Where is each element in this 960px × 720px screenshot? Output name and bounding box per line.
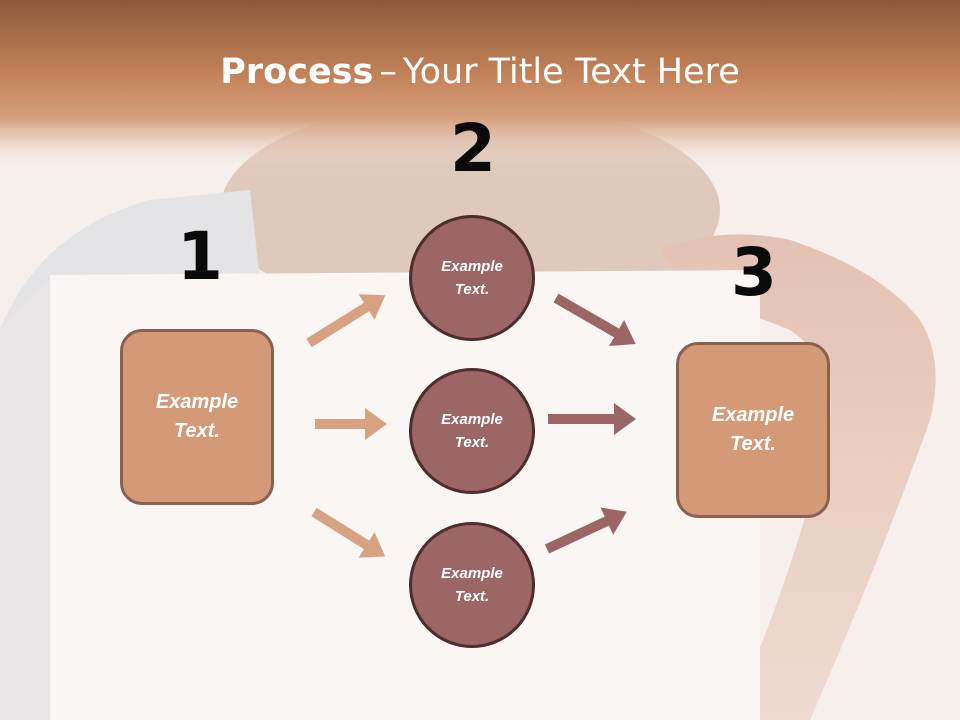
arrow-left-to-middle [315,408,387,440]
arrow-middle-to-right [548,403,636,435]
title-bold-part: Process [220,52,374,92]
step-number-3: 3 [731,234,777,311]
title-dash: – [379,52,397,92]
title-rest-part: Your Title Text Here [402,52,740,92]
right-arrows [544,293,636,554]
slide-title: Process–Your Title Text Here [0,52,960,92]
arrow-left-to-top [306,294,386,348]
arrow-left-to-bottom [311,507,386,558]
arrow-top-to-right [553,293,636,346]
left-arrows [306,294,387,558]
arrow-bottom-to-right [544,507,627,554]
step-number-2: 2 [450,110,496,187]
step-number-1: 1 [177,218,223,295]
